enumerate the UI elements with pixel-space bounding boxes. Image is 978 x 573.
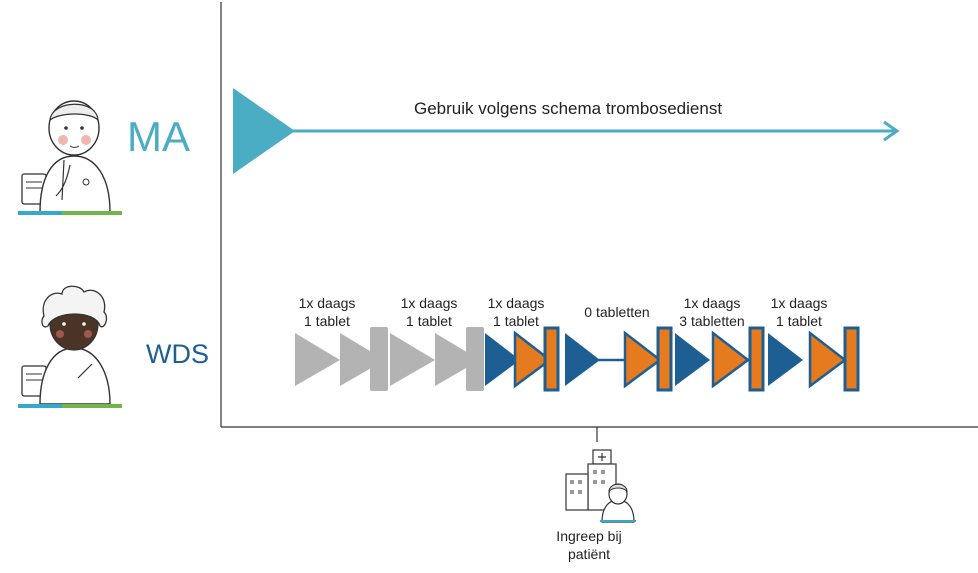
step-label-line1: 0 tabletten	[584, 304, 650, 320]
step-label-line1: 1x daags	[400, 295, 458, 311]
step-label-line2: 1 tablet	[776, 313, 822, 329]
doctor-icon	[18, 100, 122, 215]
ma-timeline-arrow	[233, 88, 900, 174]
procedure-label-line1: Ingreep bij	[556, 528, 622, 544]
hospital-icon	[565, 449, 636, 523]
step-label-line1: 1x daags	[683, 295, 741, 311]
step-label: 0 tabletten	[584, 303, 649, 321]
procedure-label-line2: patiënt	[567, 546, 611, 562]
step-label: 1x daags 3 tabletten	[679, 294, 744, 330]
step-label: 1x daags 1 tablet	[488, 294, 545, 330]
step-label-line1: 1x daags	[298, 295, 356, 311]
step-label: 1x daags 1 tablet	[771, 294, 828, 330]
step-label-line2: 1 tablet	[304, 313, 350, 329]
wds-colored-segments	[485, 326, 860, 392]
wds-gray-segments	[295, 327, 484, 391]
step-label-line1: 1x daags	[770, 295, 828, 311]
step-label-line2: 3 tabletten	[679, 313, 745, 329]
ma-timeline-label: Gebruik volgens schema trombosedienst	[414, 99, 723, 118]
step-label-line2: 1 tablet	[493, 313, 539, 329]
role-label-wds: WDS	[146, 339, 209, 369]
step-label-line2: 1 tablet	[406, 313, 452, 329]
nurse-icon	[18, 285, 122, 408]
procedure-label: Ingreep bij patiënt	[556, 527, 621, 563]
role-label-ma: MA	[127, 113, 190, 160]
step-label-line1: 1x daags	[487, 295, 545, 311]
step-label: 1x daags 1 tablet	[401, 294, 458, 330]
step-label: 1x daags 1 tablet	[299, 294, 356, 330]
